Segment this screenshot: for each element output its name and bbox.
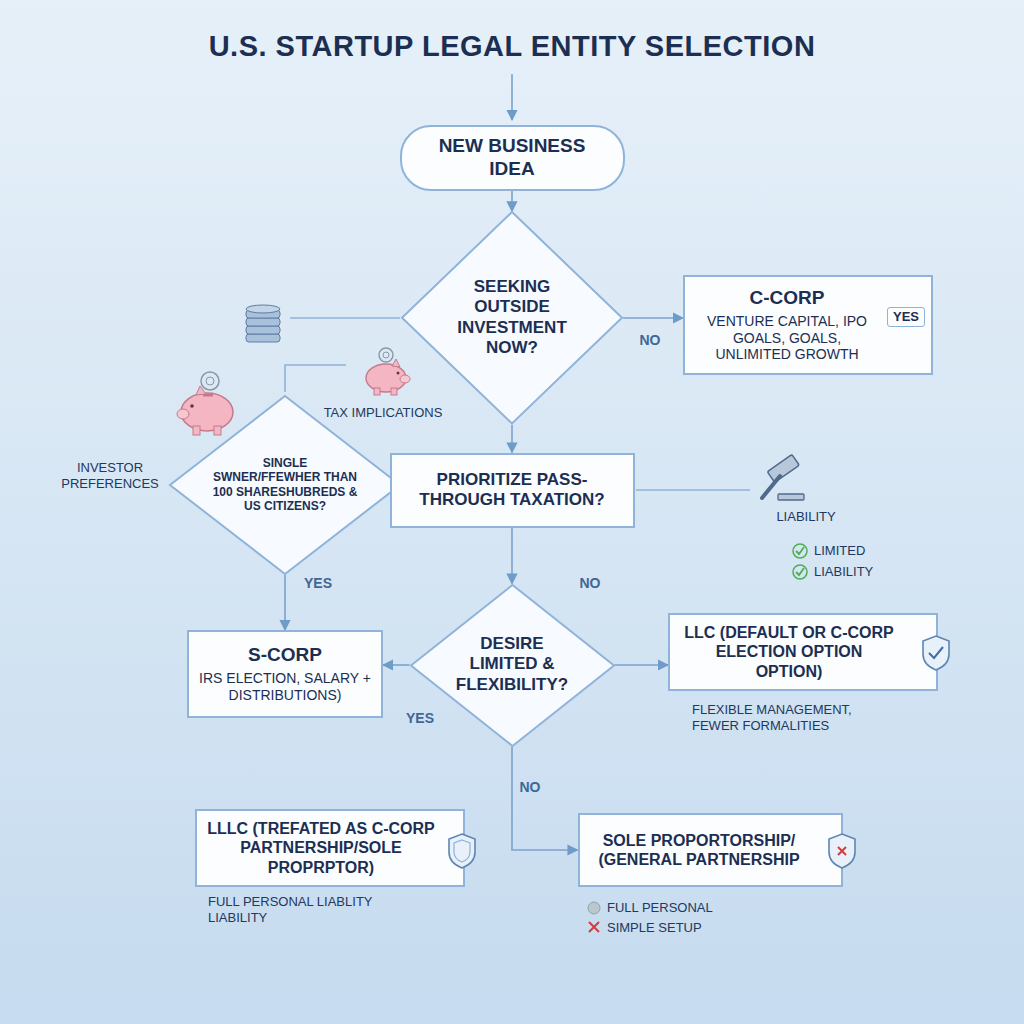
connector: [511, 191, 513, 211]
outcome-box: YES C-CORP VENTURE CAPITAL, IPO GOALS, GOA…: [683, 275, 933, 375]
annotation-label: TAX IMPLICATIONS: [303, 405, 463, 421]
annotation-label: FULL PERSONAL LIABLITY LIABILITY: [208, 894, 398, 925]
node-title: PRIORITIZE PASS-THROUGH TAXATION?: [404, 470, 621, 511]
connector: [284, 575, 286, 630]
node-body: C-CORP VENTURE CAPITAL, IPO GOALS, GOALS,…: [699, 287, 875, 363]
leader-line: [636, 489, 750, 491]
node-title: SEEKING OUTSIDE INVESTMENT NOW?: [446, 277, 579, 359]
red-cross: [589, 922, 599, 932]
edge-label: NO: [520, 779, 541, 795]
node-body: DESIRE LIMITED & FLEXIBILITY?: [451, 634, 574, 695]
node-title: YES: [893, 309, 919, 325]
gavel-icon: [762, 454, 804, 500]
node-body: PRIORITIZE PASS-THROUGH TAXATION?: [404, 470, 621, 511]
node-title: C-CORP: [699, 287, 875, 310]
annotation-label: FULL PERSONAL: [607, 900, 767, 916]
node-body: SOLE PROPORTORSHIP/ (GENERAL PARTNERSHIP: [590, 831, 809, 869]
node-title: LLLC (TREFATED AS C-CORP PARTNERSHIP/SOL…: [207, 819, 435, 877]
node-body: NEW BUSINESS IDEA: [424, 135, 601, 181]
decision-diamond: SEEKING OUTSIDE INVESTMENT NOW?: [401, 211, 623, 424]
piggy-bank: [366, 348, 410, 395]
node-title: SOLE PROPORTORSHIP/ (GENERAL PARTNERSHIP: [590, 831, 809, 869]
connector: [615, 664, 669, 666]
annotation-label: LIABILITY: [814, 564, 914, 580]
node-text: VENTURE CAPITAL, IPO GOALS, GOALS, UNLIM…: [699, 313, 875, 363]
shield-icon: [923, 636, 949, 670]
node-title: DESIRE LIMITED & FLEXIBILITY?: [451, 634, 574, 695]
shield-icon: [449, 834, 475, 868]
shield-icon: [829, 834, 855, 868]
edge-label: YES: [304, 575, 332, 591]
decision-diamond: SINGLE SWNER/FFEWHER THAN 100 SHARESHUBR…: [169, 395, 401, 575]
node-body: LLLC (TREFATED AS C-CORP PARTNERSHIP/SOL…: [207, 819, 435, 877]
connector: [623, 317, 683, 319]
node-body: LLC (DEFAULT OR C-CORP ELECTION OPTION O…: [682, 623, 896, 681]
annotation-label: LIMITED: [814, 543, 914, 559]
node-text: IRS ELECTION, SALARY + DISTRIBUTIONS): [199, 670, 371, 704]
start-terminal: NEW BUSINESS IDEA: [400, 125, 625, 191]
node-title: NEW BUSINESS IDEA: [424, 135, 601, 181]
annotation-label: SIMPLE SETUP: [607, 920, 767, 936]
node-title: SINGLE SWNER/FFEWHER THAN 100 SHARESHUBR…: [211, 456, 359, 514]
decision-diamond: DESIRE LIMITED & FLEXIBILITY?: [410, 584, 615, 747]
leader-line: [290, 317, 400, 319]
node-body: S-CORP IRS ELECTION, SALARY + DISTRIBUTIO…: [199, 644, 371, 703]
annotation-label: INVESTOR PREFERENCES: [55, 460, 165, 491]
outcome-box: S-CORP IRS ELECTION, SALARY + DISTRIBUTIO…: [187, 630, 383, 718]
connector: [383, 664, 410, 666]
edge-label: NO: [580, 575, 601, 591]
coin-stack: [246, 305, 280, 342]
outcome-box: SOLE PROPORTORSHIP/ (GENERAL PARTNERSHIP: [578, 813, 843, 887]
connector: [511, 425, 513, 453]
connector: [512, 746, 578, 850]
check-icon: [793, 544, 807, 579]
node-body: SINGLE SWNER/FFEWHER THAN 100 SHARESHUBR…: [211, 456, 359, 514]
connector: [511, 528, 513, 584]
outcome-box: LLC (DEFAULT OR C-CORP ELECTION OPTION O…: [668, 613, 938, 691]
annotation-label: LIABILITY: [756, 509, 856, 525]
diagram-title: U.S. STARTUP LEGAL ENTITY SELECTION: [0, 30, 1024, 63]
annotation-label: FLEXIBLE MANAGEMENT, FEWER FORMALITIES: [692, 702, 852, 733]
outcome-box: LLLC (TREFATED AS C-CORP PARTNERSHIP/SOL…: [195, 809, 465, 887]
node-body: YES: [893, 309, 919, 325]
node-title: LLC (DEFAULT OR C-CORP ELECTION OPTION O…: [682, 623, 896, 681]
grey-dot: [588, 902, 600, 914]
outcome-box: PRIORITIZE PASS-THROUGH TAXATION?: [390, 453, 635, 528]
edge-label: NO: [640, 332, 661, 348]
title-arrow: [511, 74, 513, 120]
node-body: SEEKING OUTSIDE INVESTMENT NOW?: [446, 277, 579, 359]
edge-label: YES: [406, 710, 434, 726]
tag-box: YES: [887, 307, 925, 327]
piggy-bank: [177, 372, 233, 435]
leader-line: [285, 365, 346, 392]
node-title: S-CORP: [199, 644, 371, 667]
